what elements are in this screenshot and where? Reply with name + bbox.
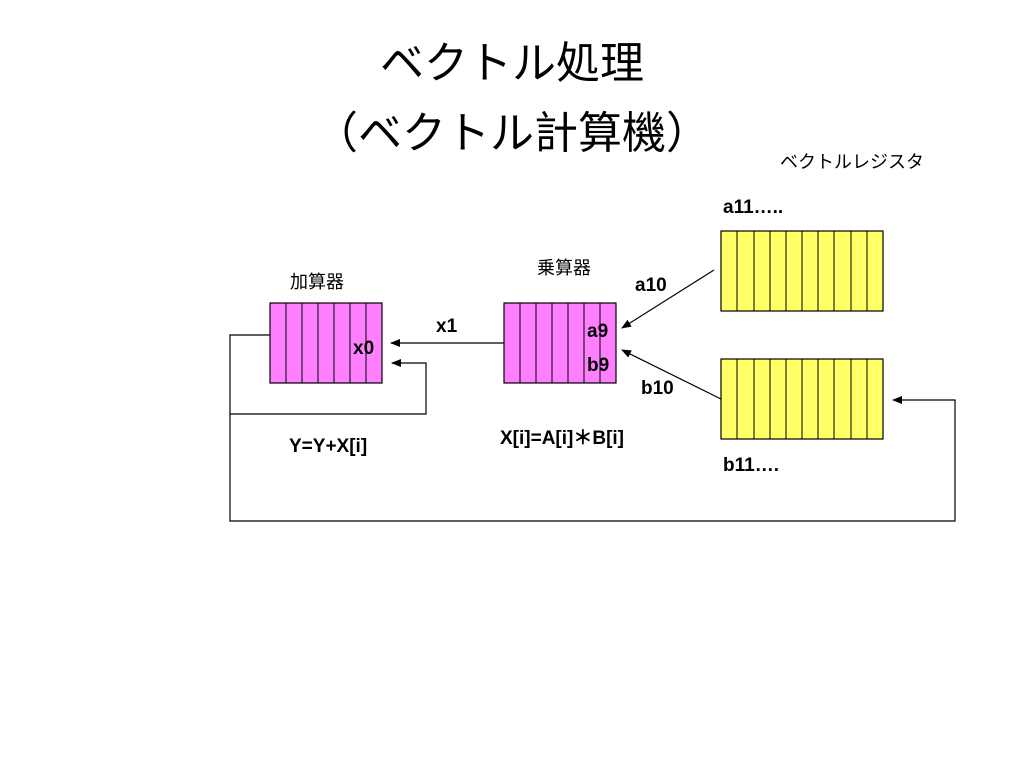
register-b-next-label: b11….: [723, 455, 779, 476]
register-a-next-label: a11…..: [723, 197, 784, 218]
adder-feedback-loop: [229, 334, 427, 415]
arrow-b10-to-multiplier: [621, 349, 722, 400]
slide-title-line1: ベクトル処理: [380, 38, 644, 89]
arrow-a10-to-multiplier: [621, 269, 715, 329]
a10-label: a10: [635, 275, 667, 296]
a9-label: a9: [587, 321, 609, 342]
adder-pipeline: [269, 302, 383, 384]
adder-label: 加算器: [290, 272, 344, 293]
b10-label: b10: [641, 378, 674, 399]
b9-label: b9: [587, 355, 610, 376]
vector-register-label: ベクトルレジスタ: [780, 152, 924, 173]
x1-label: x1: [436, 316, 458, 337]
adder-formula: Y=Y+X[i]: [289, 436, 368, 457]
x0-label: x0: [353, 338, 375, 359]
multiplier-pipeline: [503, 302, 617, 384]
vector-register-a: [720, 230, 884, 312]
multiplier-formula: X[i]=A[i]＊B[i]: [500, 428, 625, 449]
slide-title-line2: （ベクトル計算機）: [314, 108, 710, 159]
return-loop-to-register-b: [229, 396, 956, 522]
multiplier-label: 乗算器: [537, 258, 591, 279]
vector-register-b: [720, 358, 884, 440]
